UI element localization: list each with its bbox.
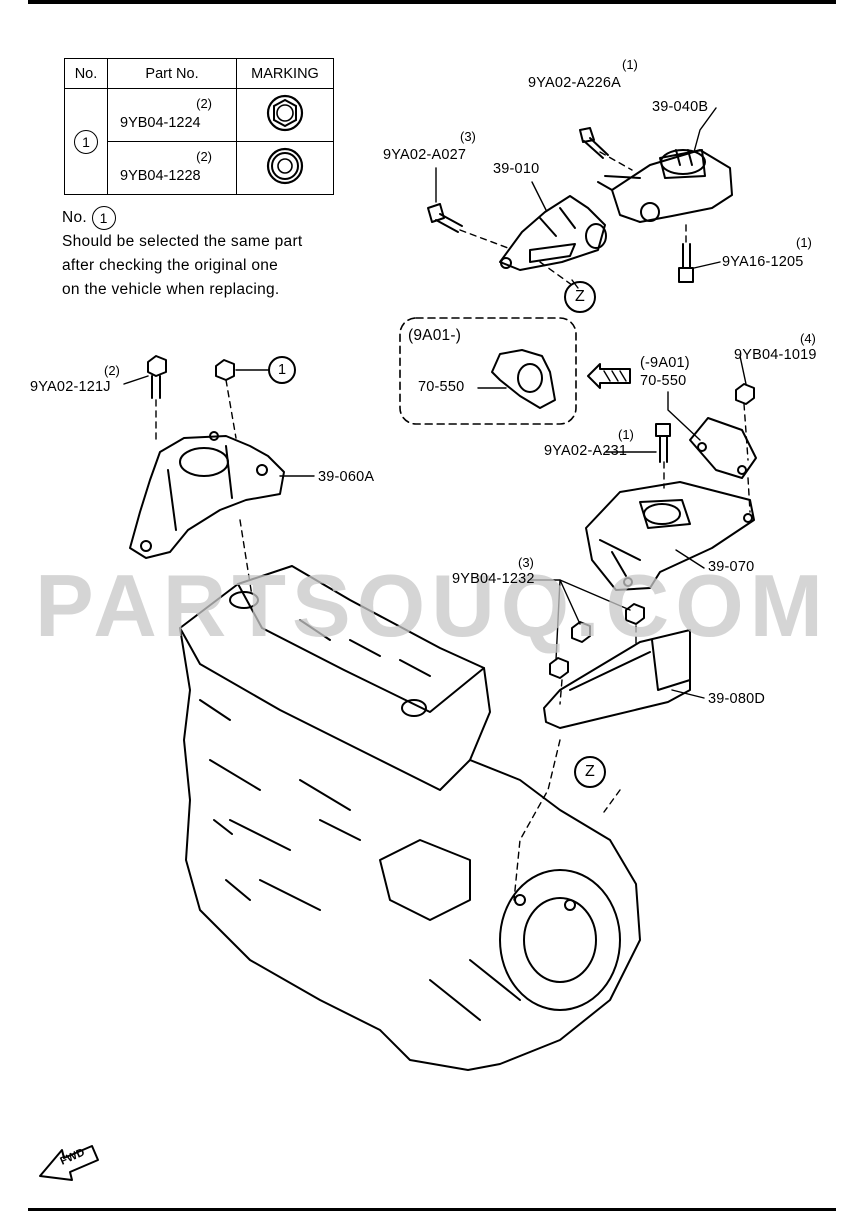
variant-box [399,317,577,425]
col-header-part-no: Part No. [107,58,237,89]
qty-label: (1) [622,57,638,72]
col-header-no: No. [64,58,108,89]
variant-label-9a01-to: (-9A01) [640,355,690,371]
bracket-39-010 [499,195,607,271]
bolt-9ya02-a231 [655,423,671,463]
ref-z-label-bottom: Z [585,763,595,780]
bracket-70-550-new [689,417,757,479]
nut-9yb04-1019 [735,383,755,405]
table-row: 1 (2) 9YB04-1224 [64,88,334,195]
qty-label: (1) [796,235,812,250]
qty-label: (3) [460,129,476,144]
mount-39-040b [597,149,733,223]
top-border [28,0,836,4]
bracket-70-550-old [491,349,556,409]
part-label-9yb04-1232: 9YB04-1232 [452,571,535,587]
hatched-arrow-icon [587,363,631,389]
bottom-border [28,1208,836,1211]
ref-1-label: 1 [278,362,287,378]
ref-z-label-top: Z [575,288,585,305]
part-label-9yb04-1019: 9YB04-1019 [734,347,817,363]
ref-z-circle-bottom [574,756,606,788]
row-number: 1 [64,88,108,195]
part-no-cell: (2) 9YB04-1224 [107,88,237,142]
nuts-9yb04-1232 [549,603,645,679]
fwd-arrow-icon [39,1145,99,1181]
watermark: PARTSOUQ.COM [35,556,829,655]
nut-1 [215,359,235,381]
bolt-9ya02-121j [147,355,167,399]
qty-label: (1) [618,427,634,442]
mount-39-070 [585,481,755,591]
mount-39-060a [129,431,285,559]
qty-label: (2) [104,363,120,378]
engine-assembly [179,565,641,1071]
part-label-9ya02-a231: 9YA02-A231 [544,443,628,459]
replacement-note: No. 1 Should be selected the same part a… [62,206,303,302]
qty-label: (4) [800,331,816,346]
qty-label: (3) [518,555,534,570]
table-row: (2) 9YB04-1228 [65,141,334,195]
nut-marking-icon [266,94,304,132]
nut-marking-icon [266,147,304,185]
part-label-70-550-old: 70-550 [418,379,465,395]
part-label-39-010: 39-010 [493,161,540,177]
bolt-9ya16-1205 [678,243,694,283]
variant-label-9a01-from: (9A01-) [408,327,462,344]
marking-cell [236,141,334,195]
part-label-39-040b: 39-040B [652,99,709,115]
ref-z-circle-top [564,281,596,313]
bracket-39-080d [543,629,691,729]
parts-table: No. Part No. MARKING 1 (2) 9YB04-1224 (2… [64,58,334,195]
part-label-9ya02-a027: 9YA02-A027 [383,147,467,163]
part-label-70-550-new: 70-550 [640,373,687,389]
bolt-9ya02-a027 [427,203,463,233]
part-no-cell: (2) 9YB04-1228 [107,141,237,195]
marking-cell [236,88,334,142]
bolt-9ya02-a226a [579,127,609,159]
part-label-39-060a: 39-060A [318,469,375,485]
part-label-39-070: 39-070 [708,559,755,575]
part-label-9ya02-a226a: 9YA02-A226A [528,75,622,91]
part-label-9ya16-1205: 9YA16-1205 [722,254,804,270]
ref-1-circle [268,356,296,384]
part-label-39-080d: 39-080D [708,691,766,707]
part-label-9ya02-121j: 9YA02-121J [30,379,111,395]
